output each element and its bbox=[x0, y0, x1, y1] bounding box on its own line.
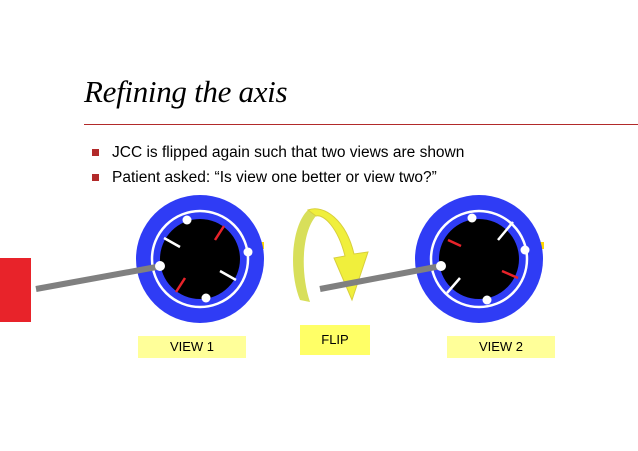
lens-black-center bbox=[160, 219, 240, 299]
lens-white-mark bbox=[497, 221, 514, 241]
lens-red-mark bbox=[501, 269, 519, 280]
lens-red-mark bbox=[213, 225, 226, 241]
lens-dot bbox=[436, 261, 446, 271]
lens-dot bbox=[482, 295, 492, 305]
lens-white-rim bbox=[429, 209, 529, 309]
flip-arrow-band bbox=[293, 210, 316, 302]
lens-red-mark bbox=[174, 277, 187, 293]
lens-dot bbox=[155, 261, 165, 271]
lens-dot bbox=[201, 293, 211, 303]
side-accent-tab bbox=[0, 258, 31, 322]
lens-white-mark bbox=[163, 236, 181, 249]
lens-dot bbox=[520, 245, 530, 255]
flip-arrow-icon bbox=[293, 208, 369, 302]
lens-handle bbox=[319, 263, 442, 292]
lens-white-rim bbox=[150, 209, 250, 309]
lens-white-mark bbox=[219, 269, 237, 282]
view2-label: VIEW 2 bbox=[447, 336, 555, 358]
title-underline bbox=[84, 124, 638, 125]
lens-dot bbox=[467, 213, 477, 223]
slide-title: Refining the axis bbox=[84, 74, 288, 109]
lens-red-mark bbox=[447, 238, 462, 248]
lens-white-mark bbox=[446, 277, 461, 294]
lens-dot bbox=[182, 215, 192, 225]
square-bullet-icon bbox=[92, 149, 99, 156]
lens-handle bbox=[35, 263, 163, 292]
jcc-lens-view1 bbox=[35, 195, 264, 323]
bullet-text: JCC is flipped again such that two views… bbox=[112, 144, 465, 161]
bullet-item: JCC is flipped again such that two views… bbox=[92, 143, 464, 168]
jcc-lens-view2 bbox=[319, 195, 544, 323]
bullet-text: Patient asked: “Is view one better or vi… bbox=[112, 169, 437, 186]
bullet-item: Patient asked: “Is view one better or vi… bbox=[92, 168, 464, 193]
flip-label: FLIP bbox=[300, 325, 370, 355]
lens-dot bbox=[243, 247, 253, 257]
bullet-list: JCC is flipped again such that two views… bbox=[92, 143, 464, 193]
square-bullet-icon bbox=[92, 174, 99, 181]
view1-label: VIEW 1 bbox=[138, 336, 246, 358]
flip-arrow-head bbox=[306, 208, 369, 302]
